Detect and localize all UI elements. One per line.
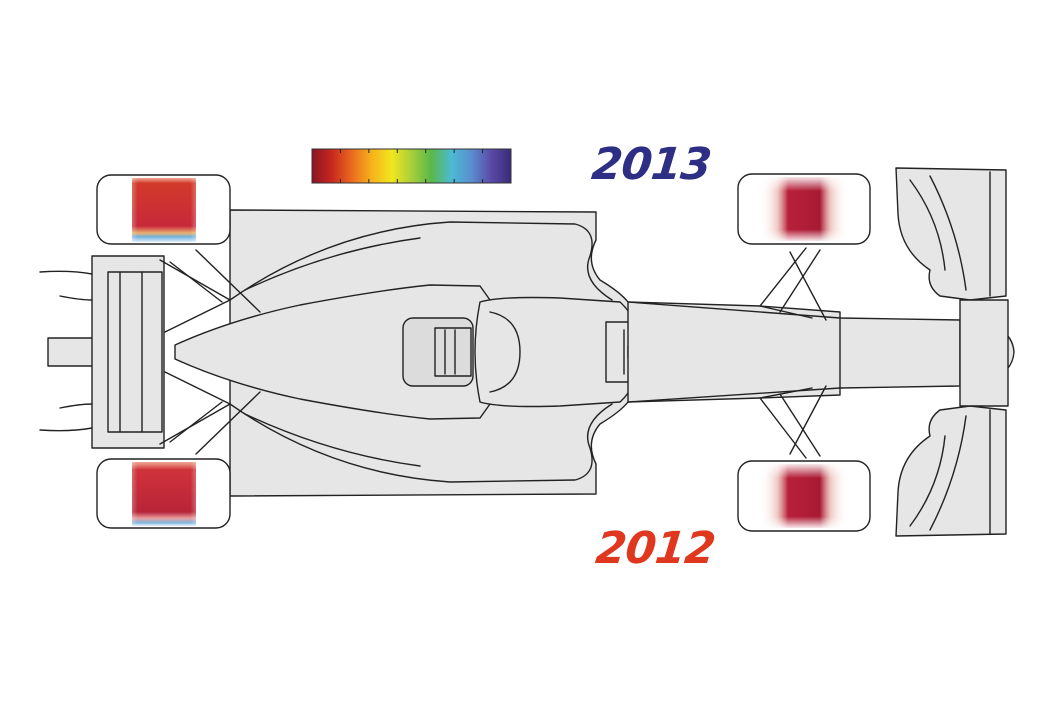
front-suspension [759, 247, 827, 459]
front-wing [895, 167, 1009, 537]
rear-wing [39, 255, 165, 449]
rear-suspension [159, 249, 261, 455]
rear-tyre-top [96, 174, 231, 245]
rear-tyre-bottom [96, 458, 231, 529]
year-label-top: 2013 [589, 139, 714, 190]
front-tyre-bottom [737, 460, 871, 532]
year-label-bottom: 2012 [593, 523, 718, 574]
front-tyre-top [737, 173, 871, 245]
car-body [39, 167, 1015, 537]
cockpit [402, 317, 474, 387]
color-scale-bar [311, 148, 512, 184]
nose-cone [627, 301, 1015, 403]
